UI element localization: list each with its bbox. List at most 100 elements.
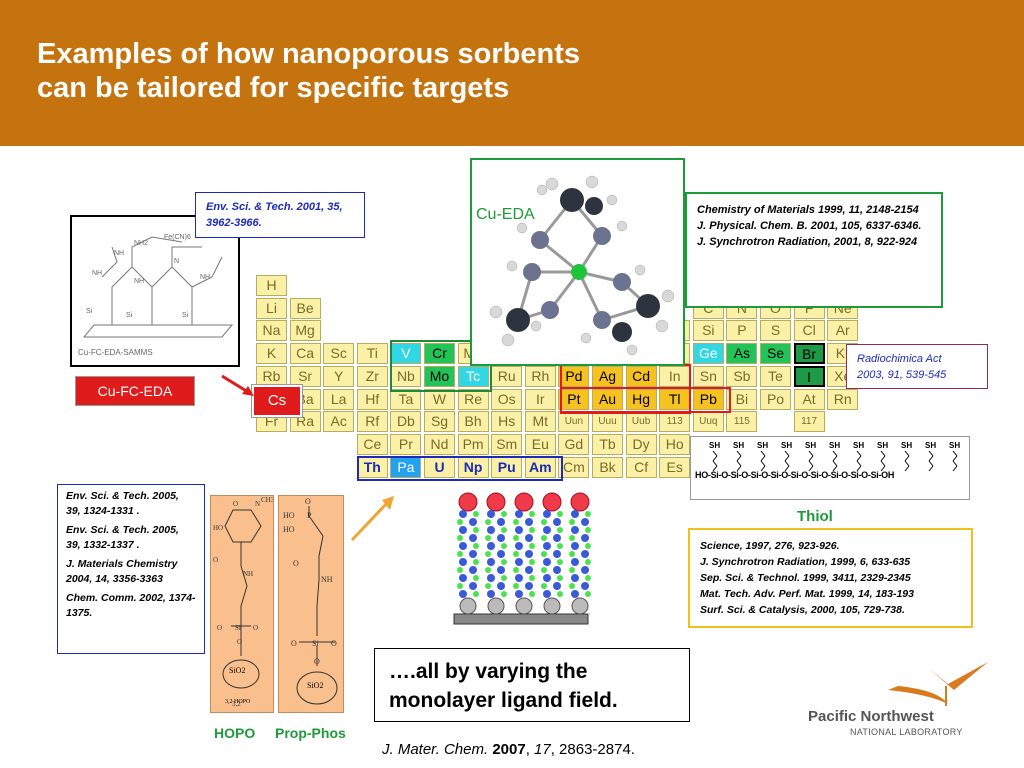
hydrogen-atom bbox=[457, 535, 463, 541]
sio2-label: SiO2 bbox=[229, 666, 246, 675]
hydrogen-atom bbox=[541, 535, 547, 541]
chain-atom bbox=[469, 566, 477, 574]
hydrogen-atom bbox=[457, 567, 463, 573]
element-cell: 115 bbox=[726, 411, 758, 433]
element-cell: Th bbox=[356, 456, 388, 478]
chain-bond bbox=[736, 450, 742, 457]
citation-pages: , 2863-2874. bbox=[550, 741, 635, 758]
ref-line-1: Env. Sci. & Tech. 2001, 35, bbox=[206, 201, 343, 213]
hydrogen-atom bbox=[473, 559, 479, 565]
chain-bond bbox=[904, 455, 910, 462]
element-cell: Cd bbox=[625, 365, 657, 387]
title-line-2: can be tailored for specific targets bbox=[37, 72, 510, 104]
element-cell: W bbox=[424, 388, 455, 410]
element-cell: At bbox=[793, 388, 825, 410]
hydrogen-atom bbox=[541, 519, 547, 525]
cs-arrow-icon bbox=[221, 374, 254, 396]
headgroup-sphere bbox=[486, 492, 506, 512]
ref-line: Mat. Tech. Adv. Perf. Mat. 1999, 14, 183… bbox=[700, 588, 914, 600]
svg-text:O: O bbox=[293, 559, 299, 568]
chain-atom bbox=[553, 550, 561, 558]
chain-atom bbox=[497, 566, 505, 574]
ref-line: Chem. Comm. 2002, 1374-1375. bbox=[66, 592, 196, 619]
svg-text:Si: Si bbox=[235, 624, 241, 632]
anchor-sphere bbox=[571, 597, 589, 615]
prop-phos-label: Prop-Phos bbox=[275, 725, 346, 741]
chain-atom bbox=[553, 518, 561, 526]
hydrogen-atom bbox=[457, 551, 463, 557]
chain-atom bbox=[515, 590, 523, 598]
callout-line-2: monolayer ligand field. bbox=[389, 689, 618, 712]
element-cell: Pt bbox=[558, 388, 590, 410]
svg-text:NH: NH bbox=[114, 250, 124, 257]
element-cell: Sm bbox=[491, 433, 523, 455]
chain-atom bbox=[525, 566, 533, 574]
element-cell: Ac bbox=[323, 411, 355, 433]
chain-atom bbox=[571, 590, 579, 598]
cu-eda-molecule-box: Cu-EDA bbox=[470, 158, 685, 366]
hydrogen-atom bbox=[501, 575, 507, 581]
hydrogen-atom bbox=[541, 583, 547, 589]
cs-label: Cs bbox=[251, 384, 303, 418]
hydrogen-atom bbox=[513, 535, 519, 541]
chain-atom bbox=[553, 566, 561, 574]
cu-fc-eda-reference: Env. Sci. & Tech. 2001, 35, 3962-3966. bbox=[195, 192, 365, 238]
chain-atom bbox=[459, 526, 467, 534]
molecule-drawing bbox=[489, 175, 675, 356]
svg-text:O: O bbox=[213, 556, 218, 564]
hydrogen-atom bbox=[585, 559, 591, 565]
hydrogen-atom bbox=[557, 575, 563, 581]
chain-bond bbox=[928, 450, 934, 457]
element-cell: Hf bbox=[356, 388, 388, 410]
chain-bond bbox=[856, 465, 862, 472]
hydrogen-atom bbox=[473, 543, 479, 549]
element-cell: Pa bbox=[390, 456, 422, 478]
title-banner: Examples of how nanoporous sorbents can … bbox=[0, 0, 1024, 146]
element-cell: Uun bbox=[558, 411, 590, 433]
element-cell: Gd bbox=[558, 433, 590, 455]
ref-line: J. Synchrotron Radiation, 2001, 8, 922-9… bbox=[697, 236, 918, 248]
chain-bond bbox=[856, 450, 862, 457]
ref-line: Surf. Sci. & Catalysis, 2000, 105, 729-7… bbox=[700, 604, 905, 616]
chain-bond bbox=[928, 460, 934, 467]
chain-bond bbox=[784, 465, 790, 472]
svg-text:HO: HO bbox=[213, 524, 223, 532]
element-cell: Rf bbox=[356, 411, 388, 433]
element-cell: Hg bbox=[625, 388, 657, 410]
element-cell: Ca bbox=[289, 343, 321, 365]
element-cell: 113 bbox=[659, 411, 691, 433]
chain-atom bbox=[497, 582, 505, 590]
element-cell: Sc bbox=[323, 343, 355, 365]
headgroup-sphere bbox=[542, 492, 562, 512]
chain-bond bbox=[808, 460, 814, 467]
anchor-sphere bbox=[543, 597, 561, 615]
sh-group-label: SH bbox=[781, 441, 792, 450]
chain-bond bbox=[832, 455, 838, 462]
logo-line-2: NATIONAL LABORATORY bbox=[850, 727, 963, 737]
element-cell: Si bbox=[692, 320, 724, 342]
svg-text:Si: Si bbox=[182, 312, 189, 319]
svg-text:Fe(CN)6: Fe(CN)6 bbox=[164, 234, 191, 241]
chain-bond bbox=[904, 450, 910, 457]
hydrogen-atom bbox=[513, 583, 519, 589]
hydrogen-atom bbox=[585, 575, 591, 581]
chain-atom bbox=[543, 542, 551, 550]
hydrogen-atom bbox=[485, 551, 491, 557]
chain-atom bbox=[571, 510, 579, 518]
chain-bond bbox=[928, 465, 934, 472]
svg-text:NH: NH bbox=[321, 575, 333, 584]
sh-group-label: SH bbox=[949, 441, 960, 450]
element-cell: Ir bbox=[524, 388, 556, 410]
chain-atom bbox=[515, 574, 523, 582]
chain-atom bbox=[571, 526, 579, 534]
sh-group-label: SH bbox=[901, 441, 912, 450]
svg-text:O: O bbox=[331, 639, 337, 648]
chain-bond bbox=[760, 450, 766, 457]
chain-bond bbox=[736, 455, 742, 462]
sh-group-label: SH bbox=[709, 441, 720, 450]
hydrogen-atom bbox=[569, 567, 575, 573]
